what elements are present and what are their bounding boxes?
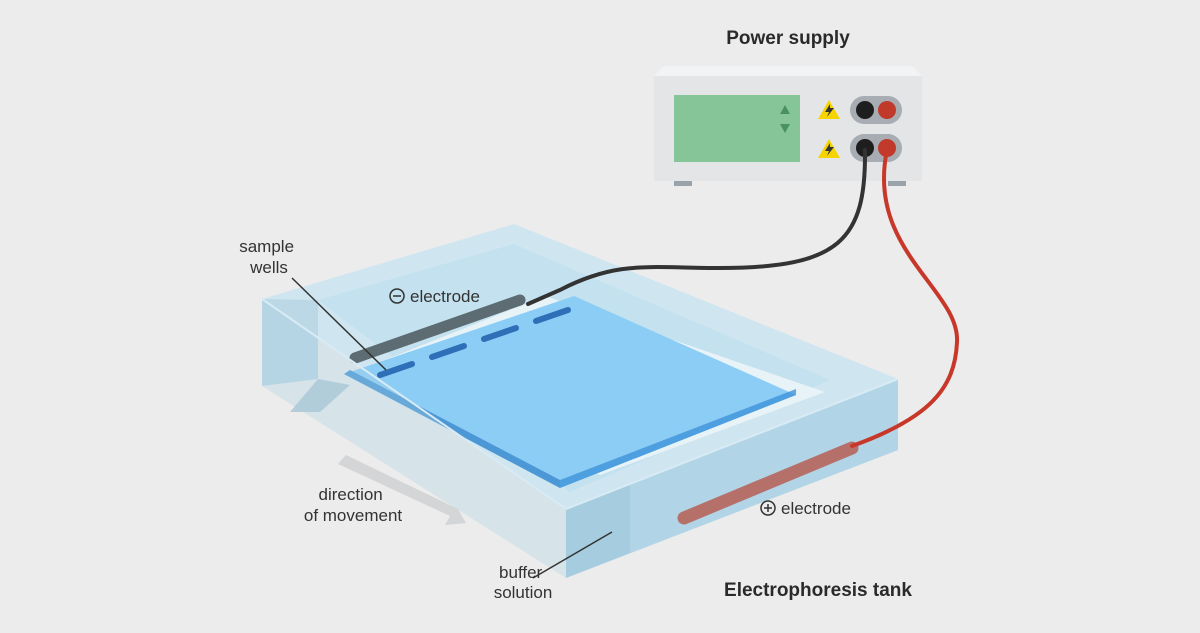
tank-support-foot bbox=[290, 379, 350, 412]
warning-icon bbox=[818, 100, 840, 119]
sample-well[interactable] bbox=[429, 343, 467, 360]
positive-electrode-label: electrode bbox=[781, 499, 851, 518]
sample-wells-label: sample wells bbox=[239, 237, 299, 277]
positive-electrode-rod bbox=[677, 441, 859, 525]
black-lead-cable bbox=[526, 148, 868, 306]
sample-well[interactable] bbox=[481, 325, 519, 342]
sample-well[interactable] bbox=[533, 307, 571, 324]
red-lead-cable bbox=[850, 148, 960, 448]
tank-left-wall bbox=[262, 299, 318, 386]
power-supply-top bbox=[654, 66, 922, 76]
tank-left-glass bbox=[262, 299, 566, 578]
gel-slab-edge bbox=[344, 370, 560, 488]
power-supply: Power supply bbox=[654, 28, 922, 186]
power-supply-display bbox=[674, 95, 800, 162]
direction-arrow-icon bbox=[338, 455, 466, 525]
electrophoresis-tank bbox=[261, 224, 899, 578]
sample-well[interactable] bbox=[377, 361, 415, 378]
negative-electrode-label: electrode bbox=[410, 287, 480, 306]
negative-terminal-top[interactable] bbox=[856, 101, 874, 119]
sample-wells-leader bbox=[291, 277, 387, 371]
electrophoresis-tank-title: Electrophoresis tank bbox=[724, 580, 912, 601]
positive-terminal-top[interactable] bbox=[878, 101, 896, 119]
power-supply-foot-left bbox=[674, 178, 692, 186]
power-supply-title: Power supply bbox=[726, 28, 850, 49]
tank-front-corner bbox=[566, 484, 630, 578]
power-supply-foot-right bbox=[888, 178, 906, 186]
gel-slab bbox=[344, 296, 796, 488]
buffer-solution-leader bbox=[532, 531, 613, 579]
negative-electrode-rod bbox=[349, 294, 526, 364]
plus-circle-icon bbox=[760, 500, 776, 516]
up-arrow-icon[interactable] bbox=[780, 105, 790, 114]
warning-icon bbox=[818, 139, 840, 158]
sample-wells bbox=[377, 307, 571, 378]
tank-edge-highlight bbox=[261, 298, 899, 511]
down-arrow-icon[interactable] bbox=[780, 124, 790, 133]
direction-label: direction of movement bbox=[304, 485, 403, 525]
gel-slab-edge-front bbox=[560, 389, 796, 488]
buffer-solution-label: buffer solution bbox=[494, 563, 553, 602]
minus-circle-icon bbox=[389, 288, 405, 304]
tank-front-wall bbox=[566, 379, 898, 578]
